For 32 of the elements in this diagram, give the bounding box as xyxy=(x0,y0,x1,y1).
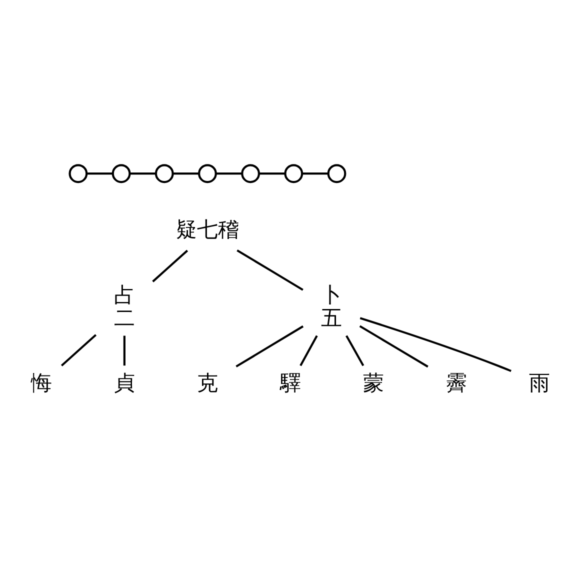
node-circle xyxy=(241,164,260,183)
connector xyxy=(86,172,113,174)
node-text: 霽 xyxy=(446,370,468,395)
connector xyxy=(302,172,328,174)
connector xyxy=(360,316,512,372)
connector xyxy=(152,249,188,282)
node-text: 驛 xyxy=(280,370,301,395)
node-text: 疑七稽 xyxy=(176,216,239,242)
connector xyxy=(236,324,304,367)
node-text: 占 二 xyxy=(114,281,135,330)
connector xyxy=(123,335,126,366)
node-circle xyxy=(198,164,217,183)
connector xyxy=(172,172,199,174)
node-circle xyxy=(154,164,174,183)
node-circle xyxy=(68,164,88,183)
connector xyxy=(346,334,364,366)
node-circle xyxy=(284,164,304,183)
node-text: 克 xyxy=(196,370,218,395)
connector xyxy=(300,334,318,366)
node-circle xyxy=(327,164,346,183)
node-circle xyxy=(112,164,131,183)
node-text: 蒙 xyxy=(363,370,384,395)
node-text: 悔 xyxy=(30,370,52,395)
connector xyxy=(236,248,304,290)
connector xyxy=(216,172,242,174)
connector xyxy=(60,334,97,366)
connector xyxy=(258,172,285,174)
node-text: 卜 五 xyxy=(320,281,342,330)
node-text: 貞 xyxy=(114,370,135,395)
connector xyxy=(359,324,428,368)
connector xyxy=(130,172,156,174)
node-text: 雨 xyxy=(529,370,550,395)
